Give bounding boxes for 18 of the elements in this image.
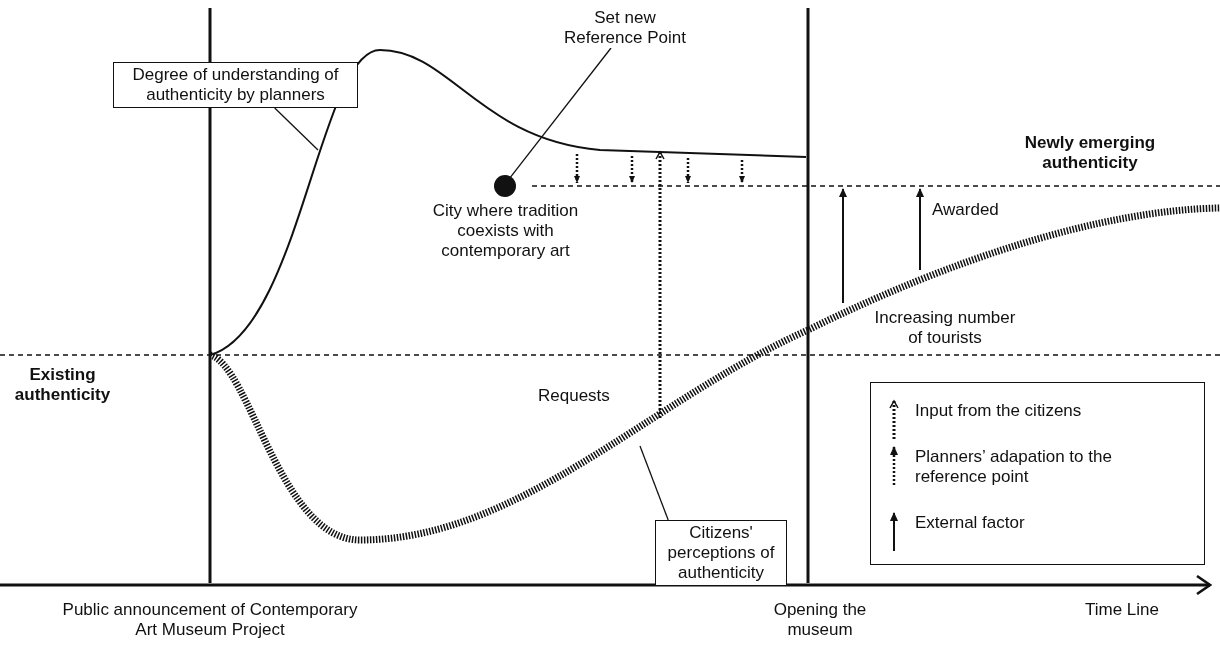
reference-point-dot <box>494 175 516 197</box>
leader-line <box>509 47 612 178</box>
level-label: Newly emerging authenticity <box>1023 133 1157 173</box>
legend-label: Planners’ adapation to the reference point <box>915 447 1113 487</box>
level-label: Existing authenticity <box>13 365 112 405</box>
legend-label: Input from the citizens <box>915 401 1083 421</box>
axis-label: Opening the museum <box>772 600 868 640</box>
legend-label: External factor <box>915 513 1026 533</box>
annotation-text: Requests <box>538 386 610 406</box>
leader-line <box>274 107 319 151</box>
annotation-text: Awarded <box>932 200 999 220</box>
leader-line <box>639 445 669 521</box>
callout-box: Degree of understanding of authenticity by planners <box>113 62 358 108</box>
axis-title: Time Line <box>1085 600 1159 620</box>
axis-label: Public announcement of Contemporary Art Museum Project <box>61 600 359 640</box>
annotation-text: Increasing number of tourists <box>873 308 1017 348</box>
caption-text: City where tradition coexists with contemporary art <box>431 201 580 261</box>
callout-box: Citizens' perceptions of authenticity <box>655 520 787 586</box>
